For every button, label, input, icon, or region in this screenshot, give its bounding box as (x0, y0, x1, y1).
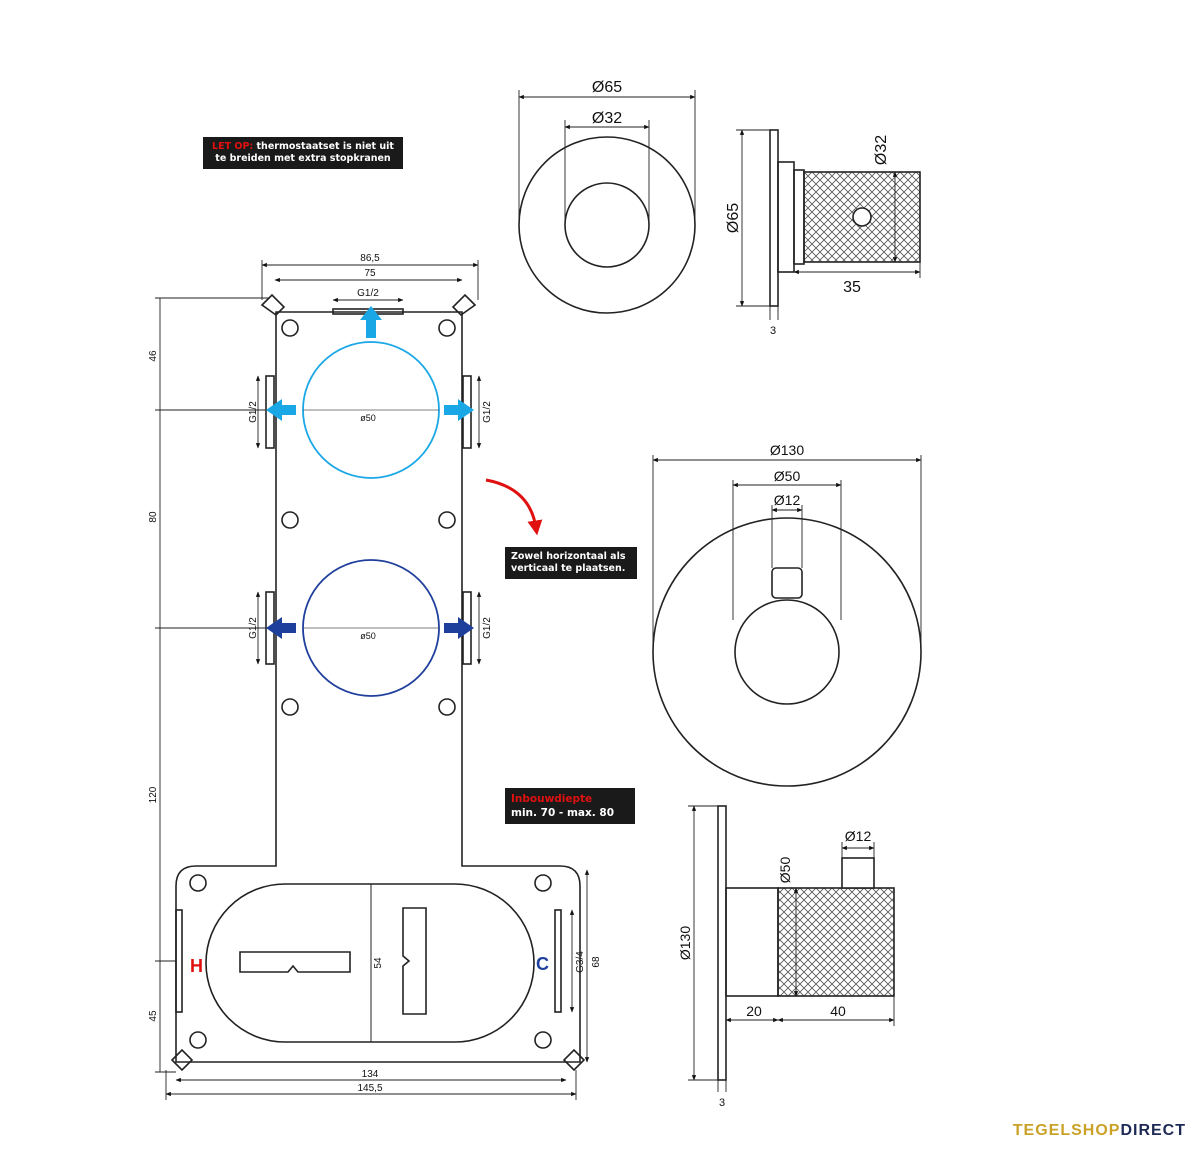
warning-line1: thermostaatset is niet uit (256, 141, 394, 152)
depth-title: Inbouwdiepte (511, 793, 593, 805)
depth-value: min. 70 - max. 80 (511, 807, 614, 819)
dim-stopvalve-plate: 3 (770, 325, 776, 337)
mixer-body (170, 293, 586, 1072)
dim-stopvalve-length: 35 (843, 279, 861, 296)
dim-75: 75 (364, 268, 376, 279)
dim-lower-circle: ø50 (360, 631, 376, 641)
dim-80: 80 (148, 511, 159, 523)
dim-thermostat-inner: Ø50 (774, 468, 801, 484)
dim-145-5: 145,5 (357, 1083, 382, 1094)
brand-part2: DIRECT (1120, 1122, 1186, 1139)
dim-stopvalve-inner: Ø32 (592, 110, 622, 127)
dim-thermostat-side-rosette: Ø130 (677, 926, 693, 960)
dim-134: 134 (362, 1069, 379, 1080)
dim-stopvalve-rosette: Ø65 (725, 203, 742, 233)
warning-note: LET OP: thermostaatset is niet uit te br… (203, 137, 403, 169)
stopvalve-side-view (769, 129, 921, 307)
dim-stopvalve-knob: Ø32 (873, 135, 890, 165)
dim-g34: G3/4 (575, 951, 586, 973)
thermostat-front-view (652, 517, 922, 787)
dim-thermostat-side-plate: 3 (719, 1097, 725, 1109)
dim-thermostat-side-knob: Ø50 (777, 857, 793, 884)
warning-line2: te breiden met extra stopkranen (215, 153, 391, 164)
dim-thermostat-side-40: 40 (830, 1003, 846, 1019)
dim-thermostat-lever: Ø12 (774, 492, 801, 508)
dim-45: 45 (148, 1010, 159, 1022)
dim-46: 46 (148, 350, 159, 362)
rotation-arrow (485, 478, 543, 536)
warning-prefix: LET OP: (212, 141, 254, 152)
orientation-line1: Zowel horizontaal als (511, 551, 626, 562)
brand-logo: TEGELSHOPDIRECT (1013, 1122, 1186, 1140)
stopvalve-front-view (518, 136, 696, 314)
dim-g12-left-upper: G1/2 (248, 401, 259, 423)
dim-stopvalve-outer: Ø65 (592, 79, 622, 96)
cold-label: C (536, 954, 549, 974)
brand-part1: TEGELSHOP (1012, 1122, 1121, 1139)
light-blue-arrows (266, 306, 474, 421)
dim-thermostat-side-20: 20 (746, 1003, 762, 1019)
hot-label: H (190, 956, 203, 976)
orientation-note: Zowel horizontaal als verticaal te plaat… (505, 547, 637, 579)
dim-top-g12: G1/2 (357, 288, 379, 299)
thermostat-side-view (717, 805, 895, 1081)
depth-note: Inbouwdiepte min. 70 - max. 80 (505, 788, 635, 824)
orientation-line2: verticaal te plaatsen. (511, 563, 626, 574)
dim-g12-right-lower: G1/2 (482, 617, 493, 639)
dim-120: 120 (148, 786, 159, 803)
dim-86-5: 86,5 (360, 253, 380, 264)
dim-g12-left-lower: G1/2 (248, 617, 259, 639)
dim-54: 54 (373, 957, 384, 969)
dim-thermostat-side-lever: Ø12 (845, 828, 872, 844)
dim-upper-circle: ø50 (360, 413, 376, 423)
dark-blue-arrows (266, 617, 474, 639)
dim-68: 68 (591, 956, 602, 968)
dim-g12-right-upper: G1/2 (482, 401, 493, 423)
dim-thermostat-outer: Ø130 (770, 442, 804, 458)
